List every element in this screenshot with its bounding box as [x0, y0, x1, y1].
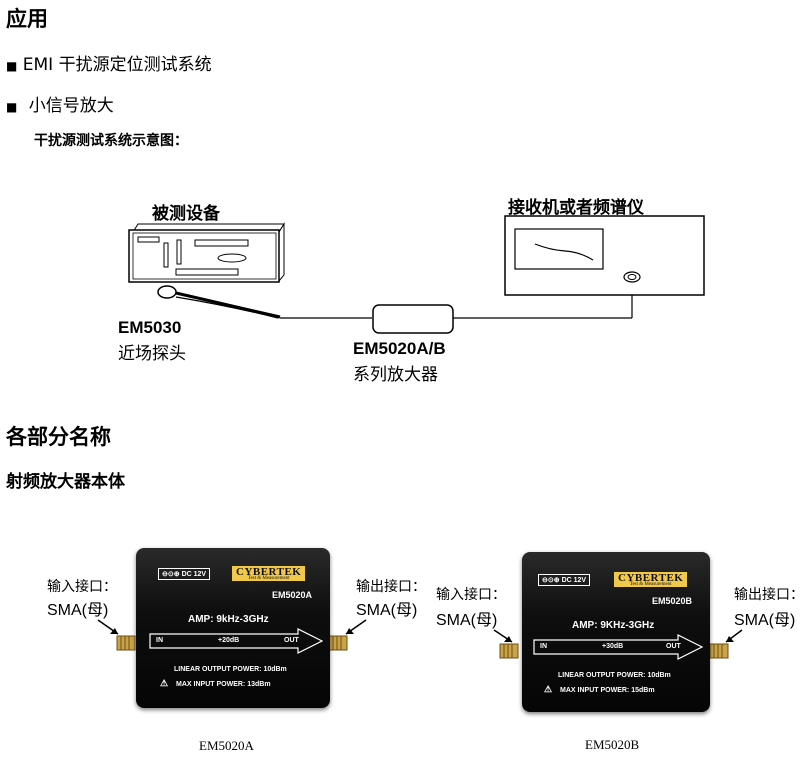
model-tag: EM5020B: [652, 596, 693, 606]
dc-connector-icon: ⊖⊙⊕: [162, 571, 180, 578]
amplifier-name: 系列放大器: [353, 365, 438, 385]
bullet-text: EMI 干扰源定位测试系统: [22, 55, 212, 75]
device-under-test-icon: [128, 222, 285, 283]
amp-frequency: AMP: 9kHz-3GHz: [188, 614, 269, 625]
model-tag: EM5020A: [272, 590, 313, 600]
warning-icon: ⚠: [160, 678, 169, 688]
in-label: IN: [156, 637, 163, 644]
sma-connector-icon: [116, 635, 136, 651]
device-label: 被测设备: [152, 204, 220, 224]
unit-b-caption: EM5020B: [585, 737, 640, 752]
max-input-power: MAX INPUT POWER: 15dBm: [560, 687, 655, 694]
bullet-text: 小信号放大: [28, 96, 114, 116]
unit-a-connectors: [97, 619, 367, 651]
unit-b-input-type: SMA(母): [436, 612, 498, 629]
brand-name: CYBERTEK: [232, 566, 306, 578]
in-label: IN: [540, 643, 547, 650]
sma-connector-icon: [328, 635, 348, 651]
unit-a-output-label: 输出接口：: [356, 578, 426, 594]
gain-label: +30dB: [602, 643, 624, 650]
gain-label: +20dB: [218, 637, 240, 644]
dc-voltage: DC 12V: [181, 571, 207, 578]
unit-a-caption: EM5020A: [199, 738, 254, 753]
dc-input-label: ⊖⊙⊕ DC 12V: [538, 574, 591, 586]
amplifier-icon: [372, 304, 454, 334]
section-title-parts: 各部分名称: [6, 424, 111, 449]
out-label: OUT: [666, 643, 681, 650]
pointer-arrow-icon: [493, 629, 513, 643]
unit-b-input-label: 输入接口：: [436, 586, 506, 602]
unit-b-output-label: 输出接口：: [734, 586, 804, 602]
bullet-marker: ■: [6, 59, 18, 73]
amplifier-body-em5020b: ⊖⊙⊕ DC 12V CYBERTEK Test & Measurement E…: [522, 552, 710, 712]
max-input-power: MAX INPUT POWER: 13dBm: [176, 681, 271, 688]
unit-a-input-label: 输入接口：: [47, 578, 117, 594]
dc-input-label: ⊖⊙⊕ DC 12V: [158, 568, 211, 580]
brand-name: CYBERTEK: [614, 572, 688, 584]
diagram-caption: 干扰源测试系统示意图：: [34, 133, 188, 149]
unit-b-output-type: SMA(母): [734, 612, 796, 629]
out-label: OUT: [284, 637, 299, 644]
sma-connector-icon: [709, 643, 729, 659]
unit-a-input-type: SMA(母): [47, 602, 109, 619]
brand-tagline: Test & Measurement: [614, 582, 688, 587]
linear-output-power: LINEAR OUTPUT POWER: 10dBm: [174, 666, 287, 673]
near-field-probe-icon: [157, 285, 281, 319]
sma-connector-icon: [499, 643, 519, 659]
amplifier-model: EM5020A/B: [353, 339, 446, 358]
spectrum-analyzer-icon: [504, 215, 705, 296]
brand-logo: CYBERTEK Test & Measurement: [614, 572, 688, 587]
signal-arrow-icon: [149, 628, 324, 654]
dc-voltage: DC 12V: [561, 577, 587, 584]
brand-tagline: Test & Measurement: [232, 576, 306, 581]
max-input-power-row: ⚠ MAX INPUT POWER: 15dBm: [544, 684, 655, 695]
probe-model: EM5030: [118, 318, 182, 337]
dc-connector-icon: ⊖⊙⊕: [542, 577, 560, 584]
bullet-item-small-signal: ■ 小信号放大: [6, 91, 114, 116]
pointer-arrow-icon: [345, 619, 367, 635]
pointer-arrow-icon: [725, 629, 743, 643]
amp-frequency: AMP: 9KHz-3GHz: [572, 620, 655, 631]
linear-output-power: LINEAR OUTPUT POWER: 10dBm: [558, 672, 671, 679]
pointer-arrow-icon: [97, 619, 119, 635]
amplifier-body-em5020a: ⊖⊙⊕ DC 12V CYBERTEK Test & Measurement E…: [136, 548, 330, 708]
unit-a-output-type: SMA(母): [356, 602, 418, 619]
receiver-label: 接收机或者频谱仪: [508, 198, 644, 218]
section-subtitle-amplifier-body: 射频放大器本体: [6, 472, 125, 492]
max-input-power-row: ⚠ MAX INPUT POWER: 13dBm: [160, 678, 271, 689]
unit-b-connectors: [493, 629, 743, 659]
signal-arrow-icon: [533, 634, 704, 660]
brand-logo: CYBERTEK Test & Measurement: [232, 566, 306, 581]
bullet-marker: ■: [6, 100, 18, 114]
warning-icon: ⚠: [544, 684, 553, 694]
section-title-application: 应用: [6, 6, 48, 31]
system-diagram: [128, 215, 705, 334]
bullet-item-emi: ■ EMI 干扰源定位测试系统: [6, 50, 212, 75]
probe-name: 近场探头: [118, 344, 186, 364]
